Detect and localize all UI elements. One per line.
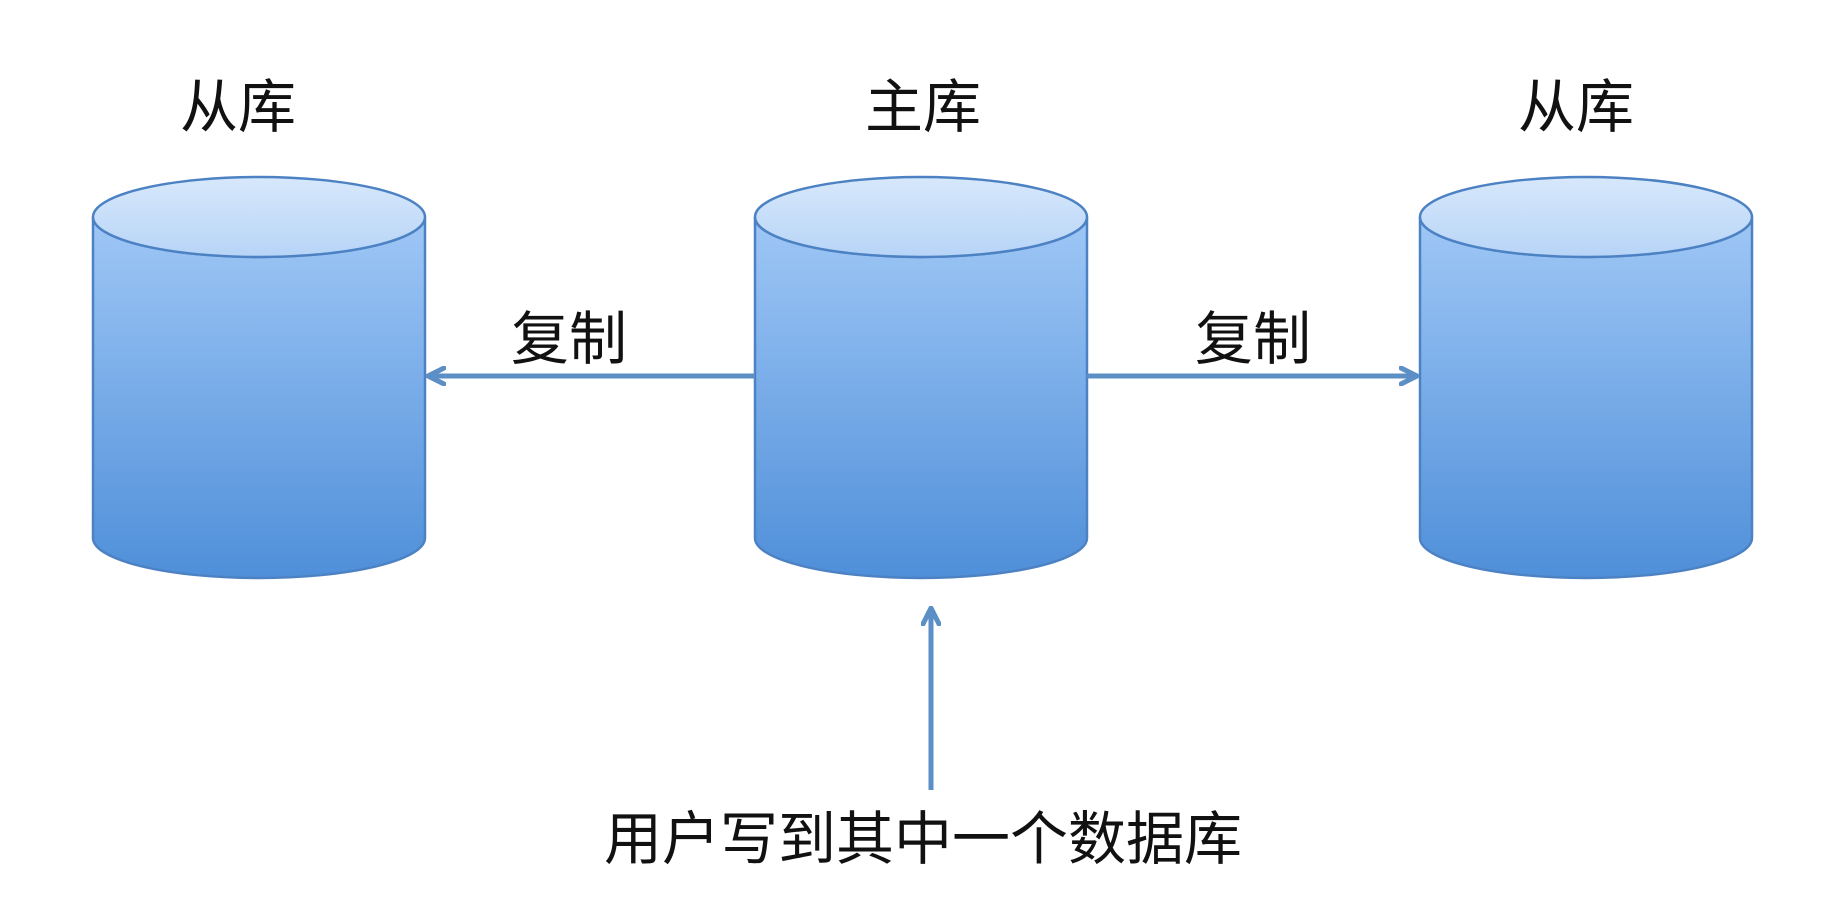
copy-left-label: 复制	[510, 305, 628, 373]
copy-right-label: 复制	[1194, 305, 1312, 373]
right-db-body	[1418, 216, 1754, 580]
center-db-top	[753, 175, 1089, 259]
center-db-label: 主库	[864, 73, 982, 141]
right-db-top	[1418, 175, 1754, 259]
left-db-body	[91, 216, 427, 580]
right-db-label: 从库	[1517, 73, 1635, 141]
right-db-cylinder	[1418, 175, 1754, 580]
center-db-body	[753, 216, 1089, 580]
left-db-label: 从库	[179, 73, 297, 141]
user-write-label: 用户写到其中一个数据库	[603, 805, 1243, 873]
left-db-top	[91, 175, 427, 259]
center-db-cylinder	[753, 175, 1089, 580]
left-db-cylinder	[91, 175, 427, 580]
